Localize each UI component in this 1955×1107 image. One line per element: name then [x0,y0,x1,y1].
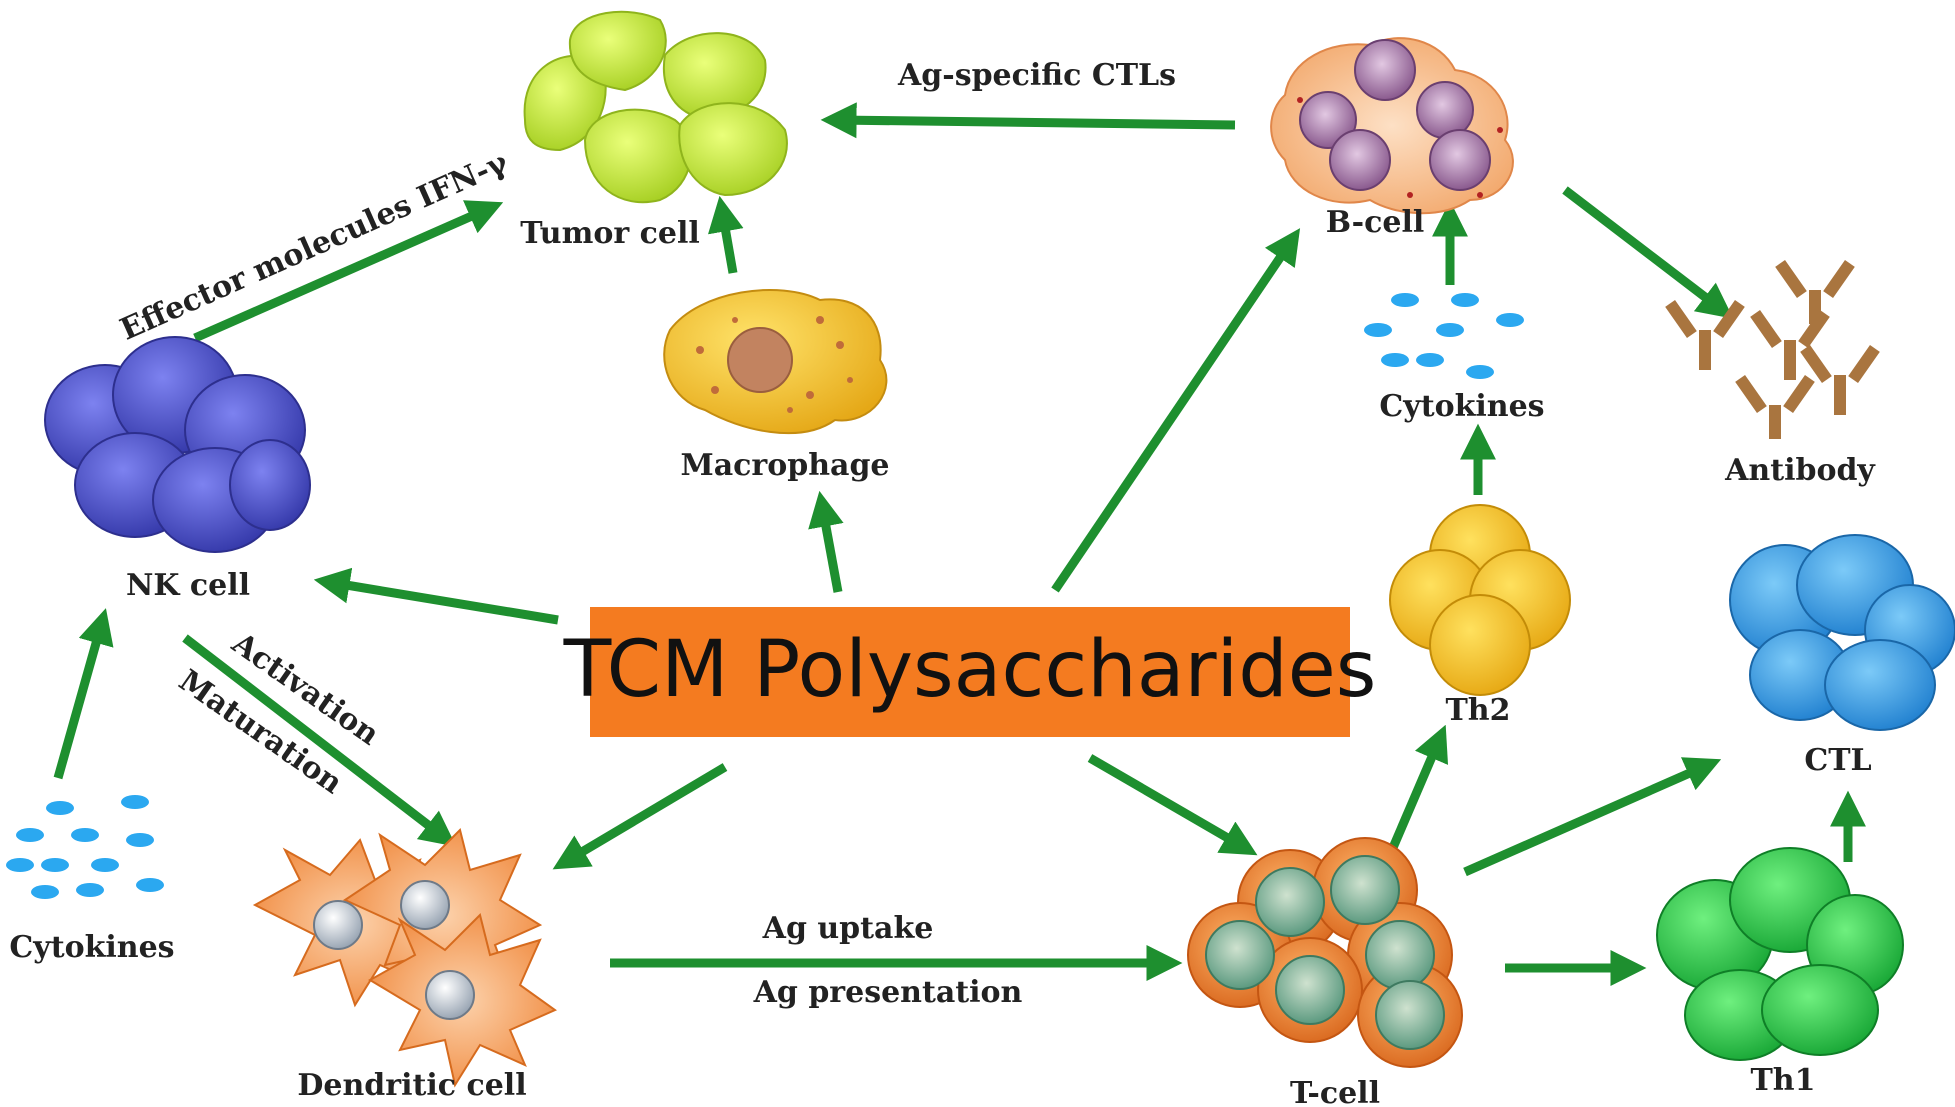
arrow-macrophage-to-tumor [707,195,744,274]
arrow-bcell-to-tumor [820,102,1236,139]
center-label: TCM Polysaccharides [563,625,1377,715]
label-th2: Th2 [1445,693,1510,728]
arrow-center-to-tcell [1087,754,1258,856]
tumor-cell [523,10,788,204]
th1-cell [1656,847,1904,1061]
label-t-cell: T-cell [1290,1076,1380,1107]
label-ag-presentation: Ag presentation [753,975,1023,1010]
label-nk-cell: NK cell [126,568,250,603]
node-labels: Tumor cell B-cell Macrophage NK cell Cyt… [9,205,1876,1107]
label-ag-uptake: Ag uptake [762,911,934,946]
ctl-cell [1729,534,1955,731]
nk-cell [44,336,311,553]
b-cell [1270,37,1514,215]
arrow-tcell-to-th2 [1387,724,1449,852]
antibody-cluster [1665,259,1880,439]
dendritic-cell [252,828,558,1088]
arrow-center-to-dendritic [552,763,728,870]
arrow-center-to-bcell [1051,228,1301,593]
label-dendritic-cell: Dendritic cell [297,1068,526,1103]
label-ctl: CTL [1804,743,1871,778]
arrow-center-to-nk [313,567,559,625]
label-cytokines-left: Cytokines [9,930,174,965]
arrows [53,102,1866,986]
arrow-center-to-macrophage [808,490,844,593]
arrow-cytokines-to-nk [53,608,114,780]
arrow-nk-to-dendritic [182,634,457,847]
th2-cell [1389,504,1571,696]
cytokines-right-dots [1364,293,1524,379]
label-effector-molecules: Effector molecules IFN-γ [115,145,513,348]
label-antibody: Antibody [1724,453,1876,488]
t-cell [1187,837,1463,1068]
arrow-bcell-to-antibody [1562,186,1734,319]
arrow-tcell-to-ctl [1463,757,1722,877]
label-tumor-cell: Tumor cell [520,216,700,251]
center-box: TCM Polysaccharides [563,607,1377,737]
macrophage-cell [663,289,888,435]
cytokines-left-dots [6,795,164,899]
label-b-cell: B-cell [1326,205,1425,240]
label-th1: Th1 [1750,1063,1815,1098]
label-macrophage: Macrophage [680,448,889,483]
arrow-nk-to-tumor [193,200,504,343]
label-ag-specific-ctls: Ag-specific CTLs [897,58,1176,93]
label-cytokines-right: Cytokines [1379,389,1544,424]
